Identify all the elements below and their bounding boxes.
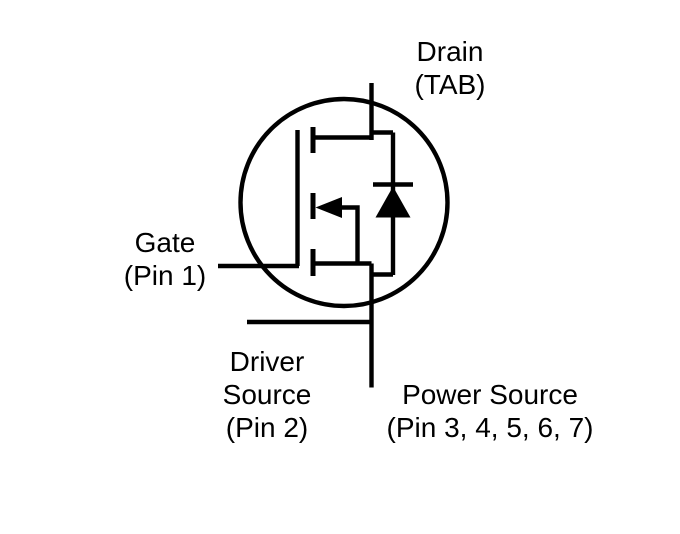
diode-triangle-icon bbox=[375, 186, 411, 218]
power-source-label-line1: Power Source bbox=[402, 379, 578, 410]
drain-label-line2: (TAB) bbox=[414, 69, 486, 100]
driver-source-label-line3: (Pin 2) bbox=[225, 412, 309, 443]
drain-label-line1: Drain bbox=[416, 36, 484, 67]
gate-label-line1: Gate bbox=[134, 227, 196, 258]
body-arrow-icon bbox=[315, 197, 342, 218]
power-source-label-line2: (Pin 3, 4, 5, 6, 7) bbox=[386, 412, 594, 443]
drain-label: Drain (TAB) bbox=[370, 35, 530, 101]
gate-label-line2: (Pin 1) bbox=[123, 260, 207, 291]
driver-source-label-line1: Driver bbox=[229, 346, 305, 377]
power-source-label: Power Source (Pin 3, 4, 5, 6, 7) bbox=[379, 378, 601, 444]
driver-source-label-line2: Source bbox=[222, 379, 312, 410]
body-to-source-wire bbox=[340, 205, 360, 264]
driver-source-label: Driver Source (Pin 2) bbox=[187, 345, 347, 444]
package-circle-outline bbox=[238, 96, 450, 309]
gate-label: Gate (Pin 1) bbox=[85, 226, 245, 292]
